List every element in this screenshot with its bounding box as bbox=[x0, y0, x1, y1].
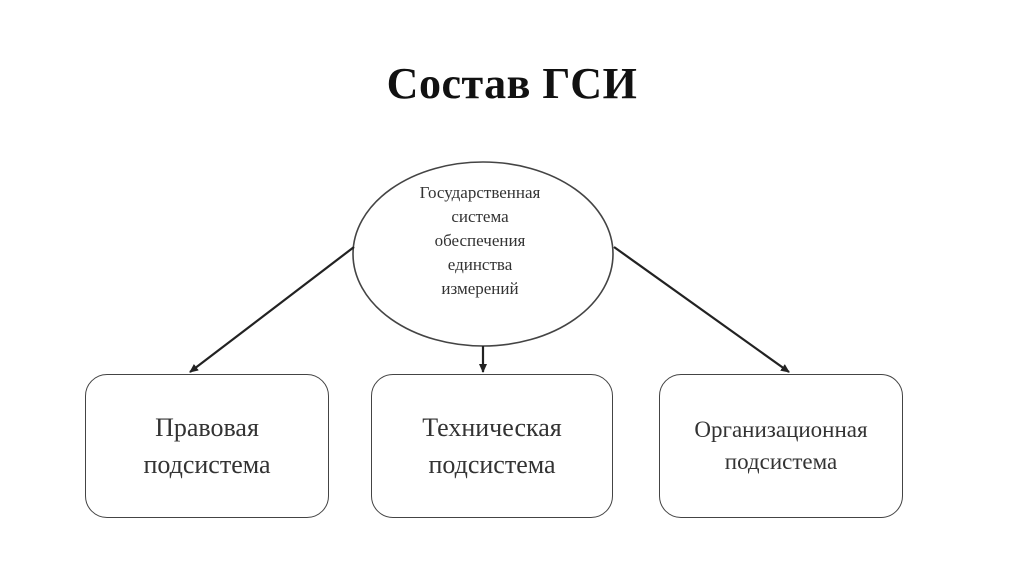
center-line: измерений bbox=[441, 279, 519, 298]
subsystem-label: Техническая bbox=[422, 413, 562, 442]
center-line: Государственная bbox=[419, 183, 541, 202]
subsystem-label: подсистема bbox=[143, 450, 271, 479]
diagram-title: Состав ГСИ bbox=[386, 59, 638, 108]
center-line: система bbox=[451, 207, 509, 226]
subsystem-box-technical: Техническая подсистема bbox=[371, 374, 613, 518]
subsystem-box-legal: Правовая подсистема bbox=[85, 374, 329, 518]
center-node-label: Государственная система обеспечения един… bbox=[380, 181, 580, 301]
subsystem-label: Правовая bbox=[155, 413, 259, 442]
arrow-to-organizational bbox=[613, 246, 790, 373]
center-line: единства bbox=[447, 255, 513, 274]
arrow-to-legal bbox=[189, 246, 355, 373]
subsystem-box-organizational: Организационная подсистема bbox=[659, 374, 903, 518]
subsystem-label: подсистема bbox=[428, 450, 556, 479]
subsystem-label: подсистема bbox=[724, 449, 838, 474]
center-line: обеспечения bbox=[434, 231, 526, 250]
subsystem-label: Организационная bbox=[694, 417, 868, 442]
